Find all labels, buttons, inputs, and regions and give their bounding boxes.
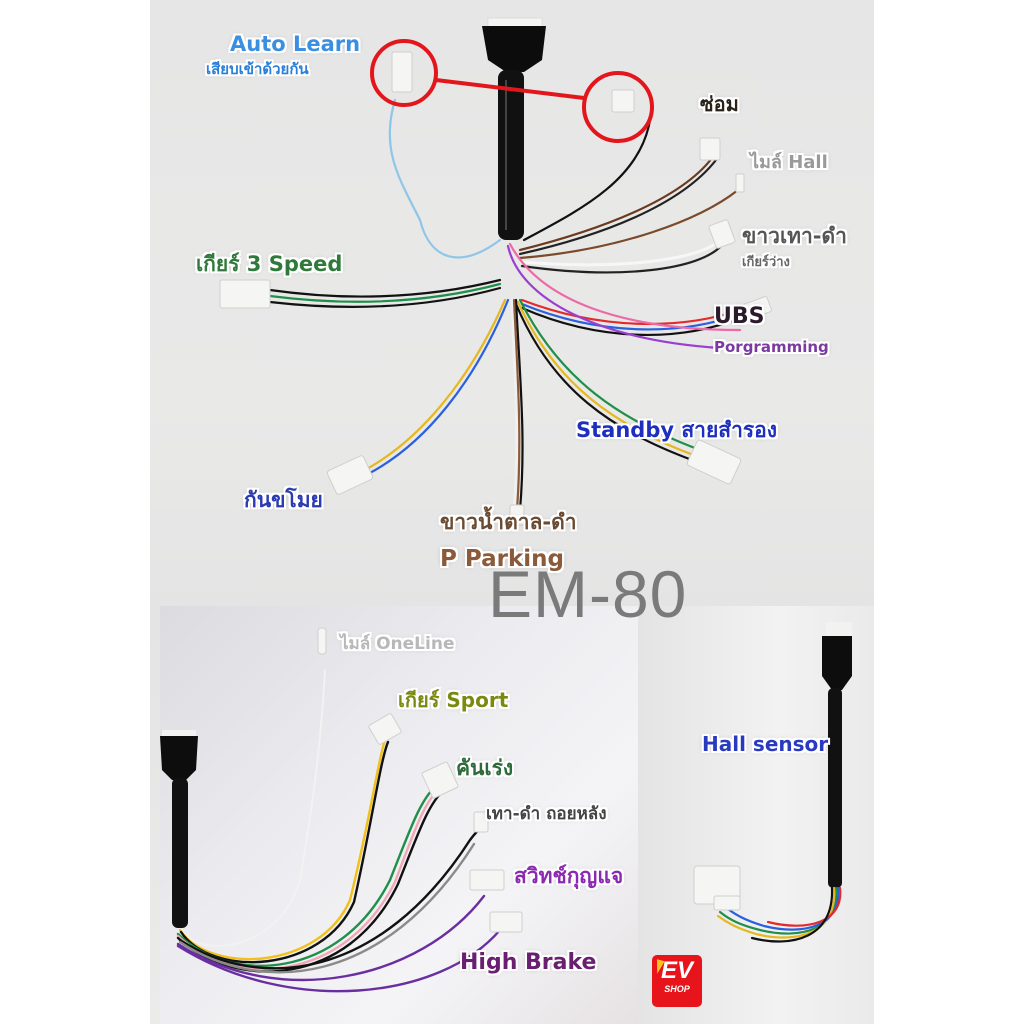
model-title: EM-80: [488, 557, 688, 631]
label-throttle: คันเร่ง: [456, 756, 514, 780]
harness-wires: [268, 98, 742, 512]
bottom-left-wires: [176, 669, 502, 993]
hall-sensor-wires: [716, 886, 842, 943]
label-gear-sport: เกียร์ Sport: [398, 688, 509, 712]
label-mile-hall: ไมล์ Hall: [750, 152, 828, 173]
label-key-switch: สวิทช์กุญแจ: [514, 864, 624, 888]
top-connectors: [219, 51, 772, 526]
ev-shop-logo: EV SHOP: [652, 955, 702, 1007]
label-standby: Standby สายสำรอง: [576, 418, 778, 442]
label-auto-learn-sub: เสียบเข้าด้วยกัน: [206, 60, 309, 78]
label-mile-oneline: ไมล์ OneLine: [340, 634, 455, 654]
label-white-brown-black: ขาวน้ำตาล-ดำ: [440, 510, 577, 534]
label-white-gray-black-sub: เกียร์ว่าง: [742, 255, 790, 270]
label-ubs: UBS: [714, 304, 765, 329]
bottom-left-panel: [160, 606, 638, 1024]
label-reverse: เทา-ดำ ถอยหลัง: [486, 804, 607, 824]
hall-sensor-connector: [693, 865, 741, 911]
label-auto-learn: Auto Learn: [230, 32, 361, 56]
bottom-left-connectors: [317, 627, 523, 933]
bottom-left-harness: [160, 730, 198, 928]
label-anti-theft: กันขโมย: [244, 488, 323, 512]
label-repair: ซ่อม: [700, 92, 739, 116]
label-programming: Porgramming: [714, 338, 829, 356]
hall-sensor-harness: [822, 622, 852, 888]
label-p-parking: P Parking: [440, 546, 564, 572]
logo-shop-text: SHOP: [664, 984, 690, 994]
label-high-brake: High Brake: [460, 950, 597, 975]
main-connector: [482, 17, 546, 240]
highlight-circles: [370, 39, 654, 143]
label-hall-sensor: Hall sensor: [702, 732, 829, 756]
logo-ev-text: EV: [660, 957, 693, 984]
label-gear-3-speed: เกียร์ 3 Speed: [196, 252, 343, 276]
label-white-gray-black: ขาวเทา-ดำ: [742, 224, 847, 248]
